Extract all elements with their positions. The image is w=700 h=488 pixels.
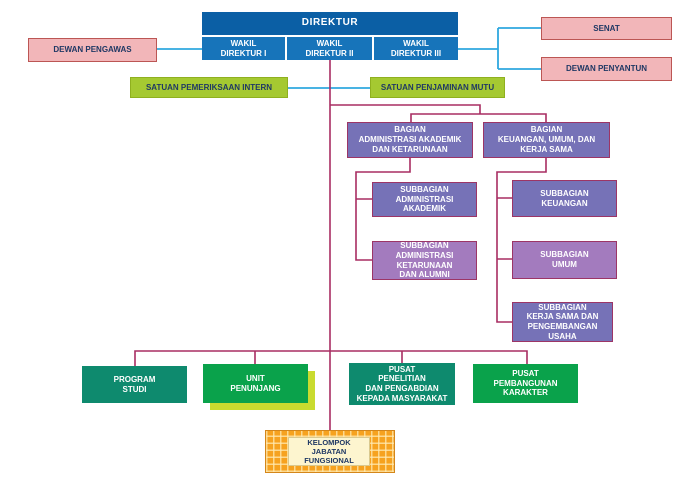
node-subbagian-kerja-sama: SUBBAGIAN KERJA SAMA DAN PENGEMBANGAN US… <box>512 302 613 342</box>
node-satuan-penjaminan-mutu: SATUAN PENJAMINAN MUTU <box>370 77 505 98</box>
node-subbagian-umum: SUBBAGIAN UMUM <box>512 241 617 279</box>
node-bagian-keuangan-umum: BAGIAN KEUANGAN, UMUM, DAN KERJA SAMA <box>483 122 610 158</box>
node-kelompok-jabatan-fungsional: KELOMPOK JABATAN FUNGSIONAL <box>288 437 370 466</box>
node-program-studi: PROGRAM STUDI <box>82 366 187 403</box>
node-senat: SENAT <box>541 17 672 40</box>
node-subbagian-administrasi-ketarunaan: SUBBAGIAN ADMINISTRASI KETARUNAAN DAN AL… <box>372 241 477 280</box>
node-subbagian-administrasi-akademik: SUBBAGIAN ADMINISTRASI AKADEMIK <box>372 182 477 217</box>
node-wakil-direktur-2: WAKIL DIREKTUR II <box>287 37 372 60</box>
node-wakil-direktur-3: WAKIL DIREKTUR III <box>374 37 458 60</box>
node-pusat-pembangunan-karakter: PUSAT PEMBANGUNAN KARAKTER <box>473 364 578 403</box>
node-subbagian-keuangan: SUBBAGIAN KEUANGAN <box>512 180 617 217</box>
connector-subbagian-left <box>355 158 411 261</box>
node-bagian-administrasi-akademik: BAGIAN ADMINISTRASI AKADEMIK DAN KETARUN… <box>347 122 473 158</box>
connector-bottom-row <box>134 350 528 366</box>
node-direktur: DIREKTUR <box>202 12 458 35</box>
node-wakil-direktur-1: WAKIL DIREKTUR I <box>202 37 285 60</box>
node-pusat-penelitian: PUSAT PENELITIAN DAN PENGABDIAN KEPADA M… <box>349 363 455 405</box>
connector-bagian-branch <box>330 104 547 122</box>
node-satuan-pemeriksaan-intern: SATUAN PEMERIKSAAN INTERN <box>130 77 288 98</box>
node-dewan-pengawas: DEWAN PENGAWAS <box>28 38 157 62</box>
connector-senat-penyantun <box>458 27 541 70</box>
node-dewan-penyantun: DEWAN PENYANTUN <box>541 57 672 81</box>
node-unit-penunjang: UNIT PENUNJANG <box>203 364 308 403</box>
connector-subbagian-right <box>496 158 547 323</box>
